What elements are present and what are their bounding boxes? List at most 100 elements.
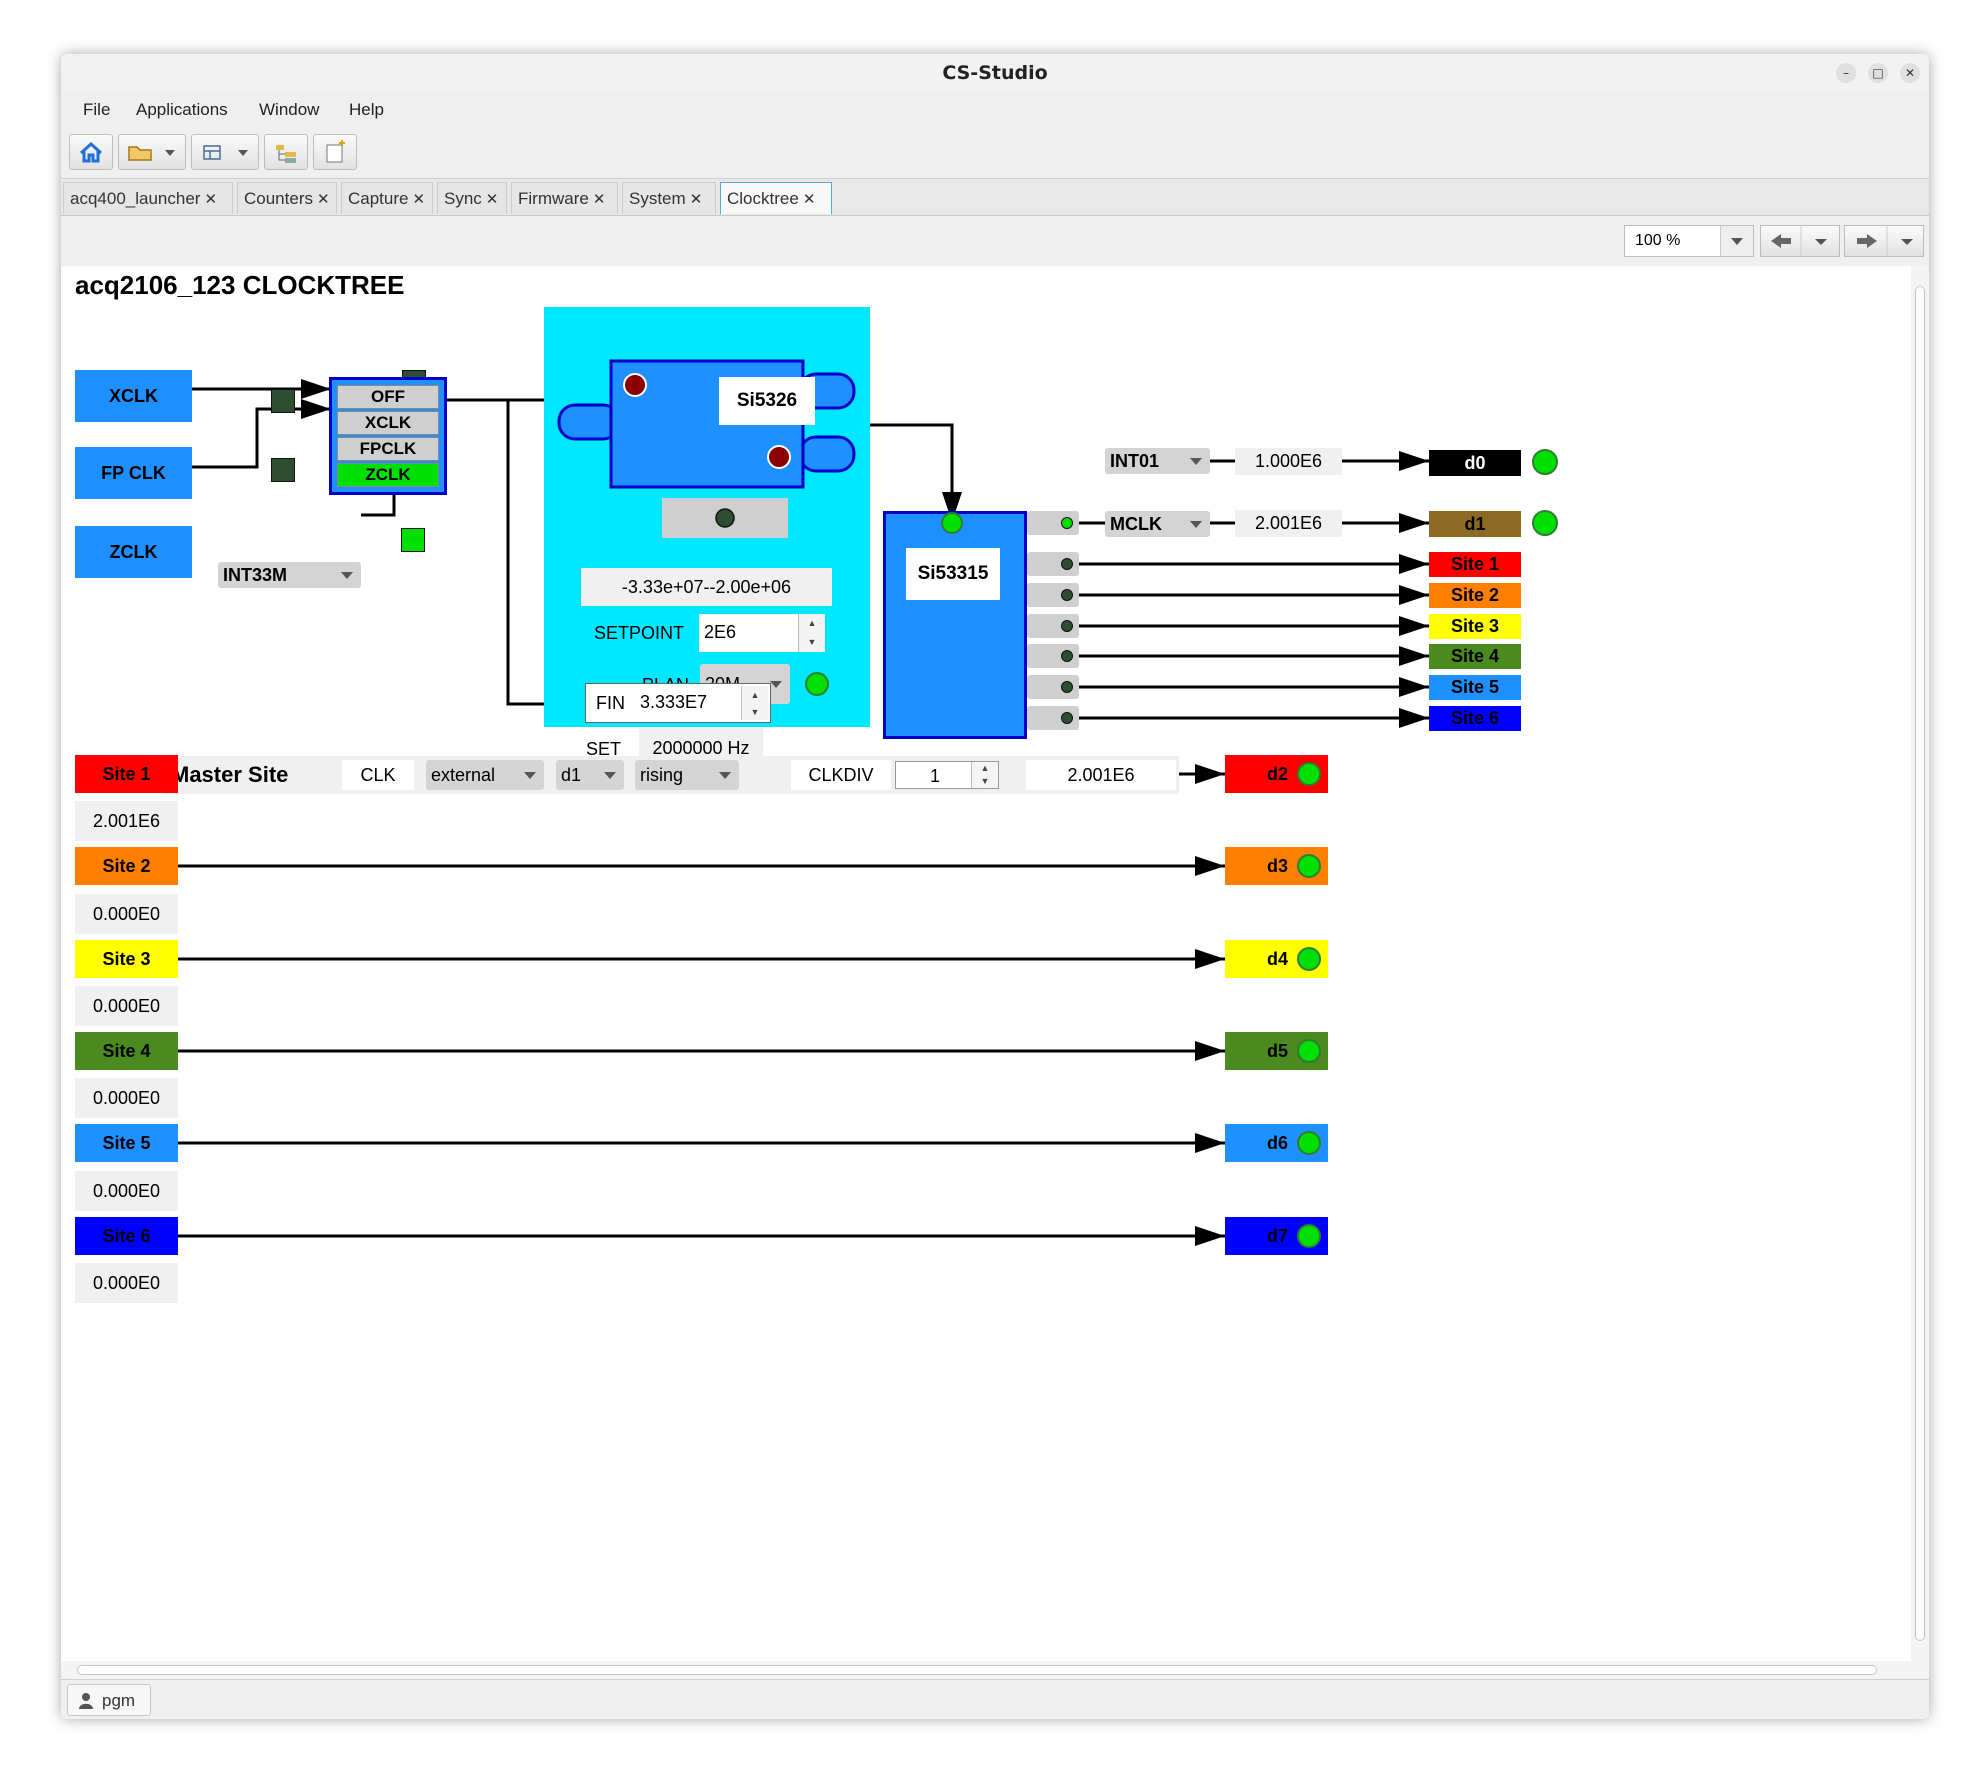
- fpclk-status-indicator: [271, 458, 295, 482]
- site-6-frequency: 0.000E0: [75, 1263, 178, 1303]
- output-led: [1061, 558, 1073, 570]
- setpoint-spinner[interactable]: 2E6 ▲ ▼: [699, 614, 825, 652]
- si5326-readout: -3.33e+07--2.00e+06: [581, 568, 832, 606]
- fanout-site-3: Site 3: [1429, 614, 1521, 639]
- site-6-output-button[interactable]: [1027, 706, 1079, 730]
- menu-help[interactable]: Help: [349, 100, 384, 119]
- int01-select[interactable]: INT01: [1105, 448, 1210, 474]
- close-tab-icon[interactable]: ✕: [316, 191, 330, 208]
- layout-button[interactable]: [191, 134, 259, 170]
- mux-option-xclk[interactable]: XCLK: [337, 411, 439, 435]
- increment-icon[interactable]: ▲: [741, 686, 768, 703]
- vertical-scrollbar[interactable]: [1911, 266, 1929, 1661]
- site-3-output-button[interactable]: [1027, 614, 1079, 638]
- chevron-down-icon: [524, 772, 536, 779]
- output-led: [1061, 620, 1073, 632]
- d6-label: d6: [1267, 1132, 1289, 1153]
- chevron-down-icon: [1190, 521, 1202, 528]
- close-tab-icon[interactable]: ✕: [485, 191, 499, 208]
- clkdiv-spinner[interactable]: 1 ▲ ▼: [895, 761, 999, 789]
- tab-capture[interactable]: Capture✕: [341, 182, 433, 214]
- clk-source-select[interactable]: external: [426, 760, 544, 790]
- layout-icon: [203, 145, 248, 160]
- zoom-select[interactable]: 100 %: [1624, 225, 1754, 257]
- clk-source-value: external: [431, 764, 496, 785]
- tree-button[interactable]: [264, 134, 308, 170]
- site-3-frequency: 0.000E0: [75, 986, 178, 1026]
- clkdiv-label: CLKDIV: [791, 760, 891, 790]
- tab-counters[interactable]: Counters✕: [237, 182, 337, 214]
- arrow-right-icon: [1857, 226, 1913, 256]
- dline-select[interactable]: d1: [556, 760, 624, 790]
- maximize-button[interactable]: □: [1868, 63, 1888, 83]
- forward-button[interactable]: [1844, 225, 1924, 257]
- menu-applications[interactable]: Applications: [136, 100, 228, 119]
- zoom-value: 100 %: [1635, 232, 1681, 249]
- d0-status-led: [1532, 449, 1558, 475]
- tab-system[interactable]: System✕: [622, 182, 716, 214]
- horizontal-scroll-thumb[interactable]: [77, 1665, 1877, 1675]
- mclk-output-button[interactable]: [1027, 511, 1079, 535]
- site-5-label: Site 5: [75, 1124, 178, 1162]
- fanout-site-5: Site 5: [1429, 675, 1521, 700]
- tab-sync[interactable]: Sync✕: [437, 182, 507, 214]
- site-4-frequency: 0.000E0: [75, 1078, 178, 1118]
- close-tab-icon[interactable]: ✕: [412, 191, 426, 208]
- chevron-down-icon: [604, 772, 616, 779]
- clock-mux: OFF XCLK FPCLK ZCLK: [329, 377, 447, 495]
- setpoint-label: SETPOINT: [594, 623, 685, 643]
- d6-status-led: [1297, 1131, 1321, 1155]
- d7-output: d7: [1225, 1217, 1328, 1255]
- close-button[interactable]: ✕: [1900, 63, 1920, 83]
- decrement-icon[interactable]: ▼: [971, 775, 998, 788]
- menu-file[interactable]: File: [83, 100, 111, 119]
- clk-label: CLK: [342, 760, 414, 790]
- close-tab-icon[interactable]: ✕: [689, 191, 703, 208]
- home-button[interactable]: [69, 134, 113, 170]
- fanout-site-1: Site 1: [1429, 552, 1521, 577]
- status-bar: pgm: [61, 1679, 1929, 1719]
- zclk-source-select[interactable]: INT33M: [218, 562, 361, 588]
- decrement-icon[interactable]: ▼: [741, 703, 768, 720]
- tab-acq400-launcher[interactable]: acq400_launcher✕: [63, 182, 233, 214]
- site-4-output-button[interactable]: [1027, 644, 1079, 668]
- back-button[interactable]: [1760, 225, 1840, 257]
- mux-option-fpclk[interactable]: FPCLK: [337, 437, 439, 461]
- menu-window[interactable]: Window: [259, 100, 320, 119]
- increment-icon[interactable]: ▲: [798, 614, 825, 633]
- si53315-label: Si53315: [906, 548, 1000, 600]
- edge-select[interactable]: rising: [635, 760, 739, 790]
- d2-label: d2: [1267, 763, 1289, 784]
- mux-option-off[interactable]: OFF: [337, 385, 439, 409]
- site-2-frequency: 0.000E0: [75, 894, 178, 934]
- vertical-scroll-thumb[interactable]: [1915, 286, 1925, 1641]
- increment-icon[interactable]: ▲: [971, 762, 998, 775]
- tab-label: Clocktree: [727, 189, 799, 208]
- mux-option-zclk[interactable]: ZCLK: [337, 463, 439, 487]
- user-indicator[interactable]: pgm: [67, 1684, 151, 1716]
- site-1-label: Site 1: [75, 755, 178, 793]
- horizontal-scrollbar[interactable]: [61, 1661, 1929, 1679]
- user-name: pgm: [102, 1691, 136, 1710]
- site-5-output-button[interactable]: [1027, 675, 1079, 699]
- chevron-down-icon: [1190, 458, 1202, 465]
- site-2-output-button[interactable]: [1027, 583, 1079, 607]
- close-tab-icon[interactable]: ✕: [592, 191, 606, 208]
- tab-label: acq400_launcher: [70, 189, 201, 208]
- tab-clocktree[interactable]: Clocktree✕: [720, 182, 832, 214]
- open-button[interactable]: [118, 134, 186, 170]
- d3-label: d3: [1267, 855, 1289, 876]
- fanout-site-2: Site 2: [1429, 583, 1521, 608]
- tab-firmware[interactable]: Firmware✕: [511, 182, 618, 214]
- close-tab-icon[interactable]: ✕: [802, 191, 816, 208]
- minimize-button[interactable]: –: [1836, 63, 1856, 83]
- d7-status-led: [1297, 1224, 1321, 1248]
- fin-spinner[interactable]: 3.333E7 ▲ ▼: [638, 686, 768, 720]
- site-1-output-button[interactable]: [1027, 552, 1079, 576]
- close-tab-icon[interactable]: ✕: [204, 191, 218, 208]
- new-button[interactable]: [313, 134, 357, 170]
- decrement-icon[interactable]: ▼: [798, 633, 825, 652]
- mclk-select[interactable]: MCLK: [1105, 511, 1210, 537]
- d7-label: d7: [1267, 1225, 1289, 1246]
- fanout-site-4: Site 4: [1429, 644, 1521, 669]
